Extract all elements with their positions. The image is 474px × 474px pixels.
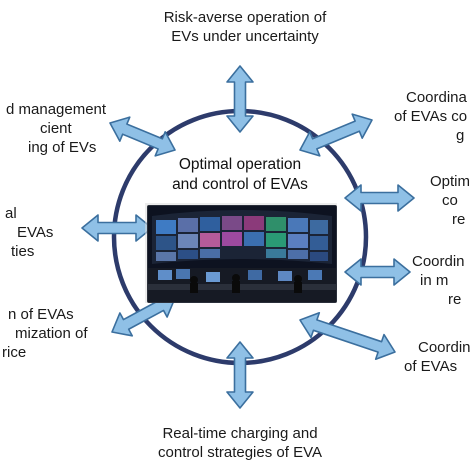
- arrow-upper-left: [109, 116, 176, 157]
- label-upper-left: d management cient ing of EVs: [6, 101, 107, 156]
- center-title-line1: Optimal operation: [178, 156, 302, 173]
- label-mid-right-2: Coordin in m re: [412, 253, 465, 308]
- arrow-bottom: [226, 341, 254, 409]
- arrow-lower-right: [299, 311, 396, 361]
- desk-monitors: [158, 269, 322, 282]
- control-room-illustration: [148, 206, 336, 302]
- label-bottom: Real-time charging and control strategie…: [158, 425, 322, 461]
- label-lower-right: Coordin of EVAs: [404, 339, 471, 375]
- center-title-line2: and control of EVAs: [172, 176, 308, 193]
- label-top: Risk-averse operation of EVs under uncer…: [163, 9, 327, 45]
- arrow-right-1: [344, 184, 415, 212]
- label-mid-left: al EVAs ties: [5, 205, 54, 260]
- center-title: Optimal operation and control of EVAs: [155, 155, 325, 195]
- arrows-group: [81, 65, 415, 409]
- arrow-top: [226, 65, 254, 133]
- label-upper-right: Coordina of EVAs co g: [394, 89, 468, 144]
- arrow-right-2: [344, 258, 411, 286]
- control-room-photo: [147, 205, 337, 303]
- label-mid-right-1: Optim co re: [430, 173, 471, 228]
- label-lower-left: n of EVAs mization of rice: [2, 306, 88, 361]
- arrow-upper-right: [299, 113, 373, 157]
- video-wall-screens: [156, 216, 328, 261]
